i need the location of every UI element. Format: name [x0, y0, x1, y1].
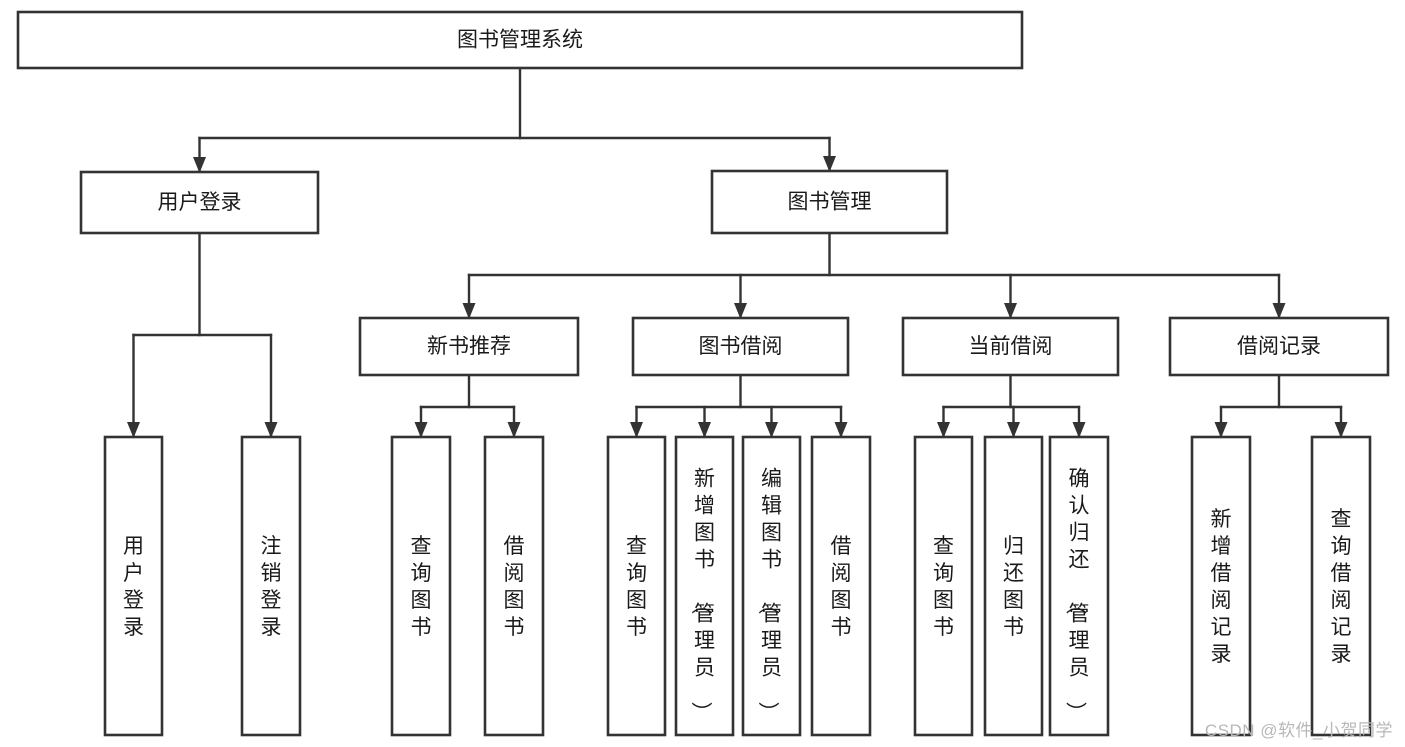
- node-box[interactable]: [483, 435, 545, 737]
- node-root[interactable]: 图书管理系统: [16, 10, 1024, 70]
- node-label: 查询图书: [933, 535, 954, 639]
- node-label: 确认归还（管理员）: [1064, 468, 1090, 723]
- node-box[interactable]: [1048, 435, 1110, 737]
- node-label: 查询借阅记录: [1331, 508, 1352, 666]
- connector-arrowhead: [1334, 422, 1348, 438]
- node-l3-query-book-c[interactable]: 查询图书: [913, 435, 974, 737]
- connector-arrowhead: [264, 422, 278, 438]
- connector-arrowhead: [193, 157, 206, 173]
- connector-arrowhead: [937, 422, 950, 438]
- node-l3-logout[interactable]: 注销登录: [240, 435, 302, 737]
- connector-arrowhead: [823, 156, 836, 172]
- node-label: 新增图书（管理员）: [689, 468, 715, 723]
- node-l3-query-book-a[interactable]: 查询图书: [390, 435, 452, 737]
- node-l3-add-book[interactable]: 新增图书（管理员）: [674, 435, 735, 737]
- node-label: 借阅图书: [504, 535, 525, 639]
- node-box[interactable]: [810, 435, 872, 737]
- connector-arrowhead: [414, 422, 428, 438]
- node-box[interactable]: [79, 170, 320, 235]
- node-l1-book-manage[interactable]: 图书管理: [710, 169, 949, 235]
- node-l3-user-login[interactable]: 用户登录: [103, 435, 164, 737]
- node-label: 图书管理: [788, 191, 872, 214]
- node-box[interactable]: [1190, 435, 1252, 737]
- node-box[interactable]: [358, 316, 580, 377]
- node-box[interactable]: [631, 316, 850, 377]
- node-label: 借阅图书: [831, 535, 852, 639]
- node-label: 借阅记录: [1237, 335, 1321, 358]
- node-l3-add-record[interactable]: 新增借阅记录: [1190, 435, 1252, 737]
- connector-arrowhead: [630, 422, 643, 438]
- node-label: 查询图书: [411, 535, 432, 639]
- node-l3-return-book[interactable]: 归还图书: [983, 435, 1044, 737]
- node-label: 查询图书: [626, 535, 647, 639]
- node-l3-confirm-return[interactable]: 确认归还（管理员）: [1048, 435, 1110, 737]
- node-l3-edit-book[interactable]: 编辑图书（管理员）: [741, 435, 802, 737]
- node-label: 当前借阅: [969, 335, 1053, 358]
- node-label: 用户登录: [123, 535, 144, 639]
- connector-arrowhead: [507, 422, 521, 438]
- node-box[interactable]: [913, 435, 974, 737]
- node-l3-query-book-b[interactable]: 查询图书: [606, 435, 667, 737]
- node-box[interactable]: [983, 435, 1044, 737]
- node-l3-query-record[interactable]: 查询借阅记录: [1310, 435, 1372, 737]
- node-box[interactable]: [741, 435, 802, 737]
- connector-arrowhead: [698, 422, 711, 438]
- node-label: 注销登录: [261, 535, 282, 639]
- connector-arrowhead: [765, 422, 778, 438]
- csdn-watermark: CSDN @软件_小贺同学: [1204, 721, 1393, 740]
- node-label: 编辑图书（管理员）: [756, 468, 782, 723]
- connector-arrowhead: [1272, 303, 1286, 319]
- node-label: 图书管理系统: [457, 29, 583, 52]
- connector-arrowhead: [734, 303, 747, 319]
- connector-arrowhead: [834, 422, 848, 438]
- node-l3-borrow-book-b[interactable]: 借阅图书: [810, 435, 872, 737]
- node-label: 用户登录: [158, 191, 242, 214]
- node-label: 新书推荐: [427, 335, 511, 358]
- node-l2-current-borrow[interactable]: 当前借阅: [901, 316, 1120, 377]
- node-l2-new-book-rec[interactable]: 新书推荐: [358, 316, 580, 377]
- node-label: 归还图书: [1003, 535, 1024, 639]
- node-l2-borrow-record[interactable]: 借阅记录: [1168, 316, 1390, 377]
- node-box[interactable]: [103, 435, 164, 737]
- connector-arrowhead: [1004, 303, 1017, 319]
- connector-arrowhead: [127, 422, 140, 438]
- node-l3-borrow-book-a[interactable]: 借阅图书: [483, 435, 545, 737]
- connector-arrowhead: [462, 303, 476, 319]
- node-box[interactable]: [1310, 435, 1372, 737]
- node-l1-user-login[interactable]: 用户登录: [79, 170, 320, 235]
- node-label: 图书借阅: [699, 335, 783, 358]
- node-label: 新增借阅记录: [1211, 508, 1232, 666]
- node-box[interactable]: [674, 435, 735, 737]
- node-box[interactable]: [16, 10, 1024, 70]
- connector-arrowhead: [1214, 422, 1228, 438]
- node-box[interactable]: [240, 435, 302, 737]
- node-box[interactable]: [710, 169, 949, 235]
- node-l2-book-borrow[interactable]: 图书借阅: [631, 316, 850, 377]
- node-box[interactable]: [901, 316, 1120, 377]
- node-box[interactable]: [606, 435, 667, 737]
- connector-arrowhead: [1072, 422, 1086, 438]
- node-box[interactable]: [390, 435, 452, 737]
- connector-arrowhead: [1007, 422, 1020, 438]
- node-box[interactable]: [1168, 316, 1390, 377]
